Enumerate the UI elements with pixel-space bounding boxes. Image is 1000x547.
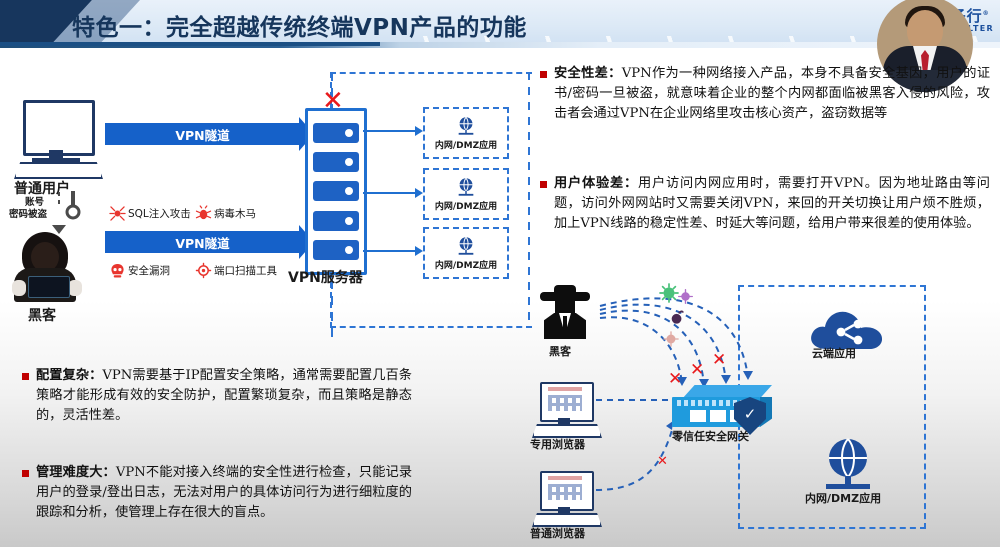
bomb-icon [669, 309, 685, 329]
spider-icon [109, 206, 126, 221]
bullet-management-text: 管理难度大：VPN不能对接入终端的安全性进行检查，只能记录用户的登录/登出日志，… [36, 463, 412, 523]
zerotrust-globe-icon [818, 435, 878, 495]
vpn-hacker-label: 黑客 [28, 308, 56, 324]
connector-to-app-1 [363, 126, 423, 136]
normal-browser-label: 普通浏览器 [530, 527, 585, 540]
virus-icon [677, 288, 694, 309]
bullet-config-body: VPN需要基于IP配置安全策略，通常需要配置几百条策略才能形成有效的安全防护，配… [36, 368, 412, 424]
bullet-configuration-text: 配置复杂：VPN需要基于IP配置安全策略，通常需要配置几百条策略才能形成有效的安… [36, 366, 412, 426]
bullet-user-experience-text: 用户体验差：用户访问内网应用时，需要打开VPN。因为地址路由等问题，访问外网网站… [554, 174, 990, 234]
intranet-app-box-2: 内网/DMZ应用 [423, 168, 509, 220]
security-gateway-icon: ✓ [672, 385, 772, 435]
gateway-label: 零信任安全网关 [672, 430, 749, 443]
blocked-x-icon-3: ✕ [712, 350, 727, 370]
cloud-share-icon [805, 305, 893, 357]
avatar-tie [921, 50, 929, 80]
connector-to-app-3 [363, 246, 423, 256]
threat-port-scanner-label: 端口扫描工具 [214, 265, 277, 277]
vpn-server-label: VPN服务器 [288, 270, 363, 286]
avatar [877, 0, 973, 92]
bullet-config-lead: 配置复杂： [36, 368, 103, 383]
globe-icon [455, 235, 477, 257]
vpn-tunnel-bottom: VPN隧道 [105, 225, 314, 259]
blocked-x-icon-2: ✕ [690, 360, 705, 380]
intranet-app-box-1: 内网/DMZ应用 [423, 107, 509, 159]
connector-to-app-2 [363, 188, 423, 198]
bullet-mgmt-body: VPN不能对接入终端的安全性进行检查，只能记录用户的登录/登出日志，无法对用户的… [36, 465, 413, 521]
threat-virus-trojan-label: 病毒木马 [214, 208, 256, 220]
target-icon [195, 262, 212, 279]
bullet-marker-icon [540, 181, 547, 188]
threat-vulnerability: 安全漏洞 [110, 263, 170, 278]
globe-icon [455, 115, 477, 137]
threat-virus-trojan: 病毒木马 [195, 205, 256, 221]
bullet-security-body: VPN作为一种网络接入产品，本身不具备安全基因，用户的证书/密码一旦被盗，就意味… [554, 66, 991, 122]
spy-icon [540, 285, 592, 342]
slide-header: 特色一：完全超越传统终端VPN产品的功能 任子行® SURFILTER [0, 0, 1000, 48]
vpn-tunnel-top-label: VPN隧道 [175, 127, 230, 143]
threat-sql-injection: SQL注入攻击 [109, 206, 191, 221]
credential-theft-label-1: 账号 [25, 197, 45, 208]
intranet-app-box-3: 内网/DMZ应用 [423, 227, 509, 279]
page-title: 特色一：完全超越传统终端VPN产品的功能 [72, 15, 527, 41]
globe-icon [455, 176, 477, 198]
cloud-app-label: 云端应用 [812, 347, 856, 360]
skull-icon [110, 263, 125, 278]
logo-registered-mark: ® [982, 10, 990, 17]
blocked-x-icon-1: ✕ [668, 369, 683, 389]
threat-sql-injection-label: SQL注入攻击 [128, 208, 191, 220]
bullet-security: 安全性差：VPN作为一种网络接入产品，本身不具备安全基因，用户的证书/密码一旦被… [540, 64, 990, 124]
header-bottom-bar [0, 42, 1000, 48]
bullet-user-experience: 用户体验差：用户访问内网应用时，需要打开VPN。因为地址路由等问题，访问外网网站… [540, 174, 990, 234]
bullet-mgmt-lead: 管理难度大： [36, 465, 116, 480]
credential-theft-arrow-icon [52, 225, 66, 234]
bullet-security-text: 安全性差：VPN作为一种网络接入产品，本身不具备安全基因，用户的证书/密码一旦被… [554, 64, 990, 124]
vpn-server-icon [305, 108, 367, 275]
dedicated-browser-label: 专用浏览器 [530, 438, 585, 451]
bug-icon [195, 205, 212, 221]
bullet-security-lead: 安全性差： [554, 66, 622, 81]
threat-port-scanner: 端口扫描工具 [195, 262, 277, 279]
bullet-management: 管理难度大：VPN不能对接入终端的安全性进行检查，只能记录用户的登录/登出日志，… [22, 463, 412, 523]
virus-icon [659, 283, 679, 307]
vpn-zone-right-edge [528, 72, 530, 324]
header-bottom-bar-accent [0, 42, 380, 46]
hacker-figure-icon [12, 232, 82, 304]
blocked-x-icon-4: ✕ [657, 454, 668, 469]
bullet-marker-icon [22, 373, 29, 380]
bullet-ux-body: 用户访问内网应用时，需要打开VPN。因为地址路由等问题，访问外网网站时又需要关闭… [554, 176, 990, 232]
worm-icon [663, 331, 679, 351]
normal-user-label: 普通用户 [14, 181, 70, 197]
vpn-server-blocked-x-icon: ✕ [322, 86, 344, 116]
bullet-configuration: 配置复杂：VPN需要基于IP配置安全策略，通常需要配置几百条策略才能形成有效的安… [22, 366, 412, 426]
bullet-marker-icon [540, 71, 547, 78]
avatar-arms [885, 70, 965, 92]
zerotrust-hacker-label: 黑客 [549, 345, 571, 358]
bullet-marker-icon [22, 470, 29, 477]
avatar-head [907, 10, 943, 50]
intranet-app-label-1: 内网/DMZ应用 [434, 141, 498, 151]
credential-theft-label-2: 密码被盗 [9, 209, 48, 220]
threat-vulnerability-label: 安全漏洞 [128, 265, 170, 277]
vpn-tunnel-top: VPN隧道 [105, 117, 314, 151]
zerotrust-intranet-app-label: 内网/DMZ应用 [805, 492, 882, 505]
vpn-tunnel-bottom-label: VPN隧道 [175, 235, 230, 251]
bullet-ux-lead: 用户体验差： [554, 176, 639, 191]
credential-theft-dashed-line [58, 192, 60, 208]
key-icon [65, 191, 81, 223]
intranet-app-label-2: 内网/DMZ应用 [434, 202, 498, 212]
intranet-app-label-3: 内网/DMZ应用 [434, 261, 498, 271]
